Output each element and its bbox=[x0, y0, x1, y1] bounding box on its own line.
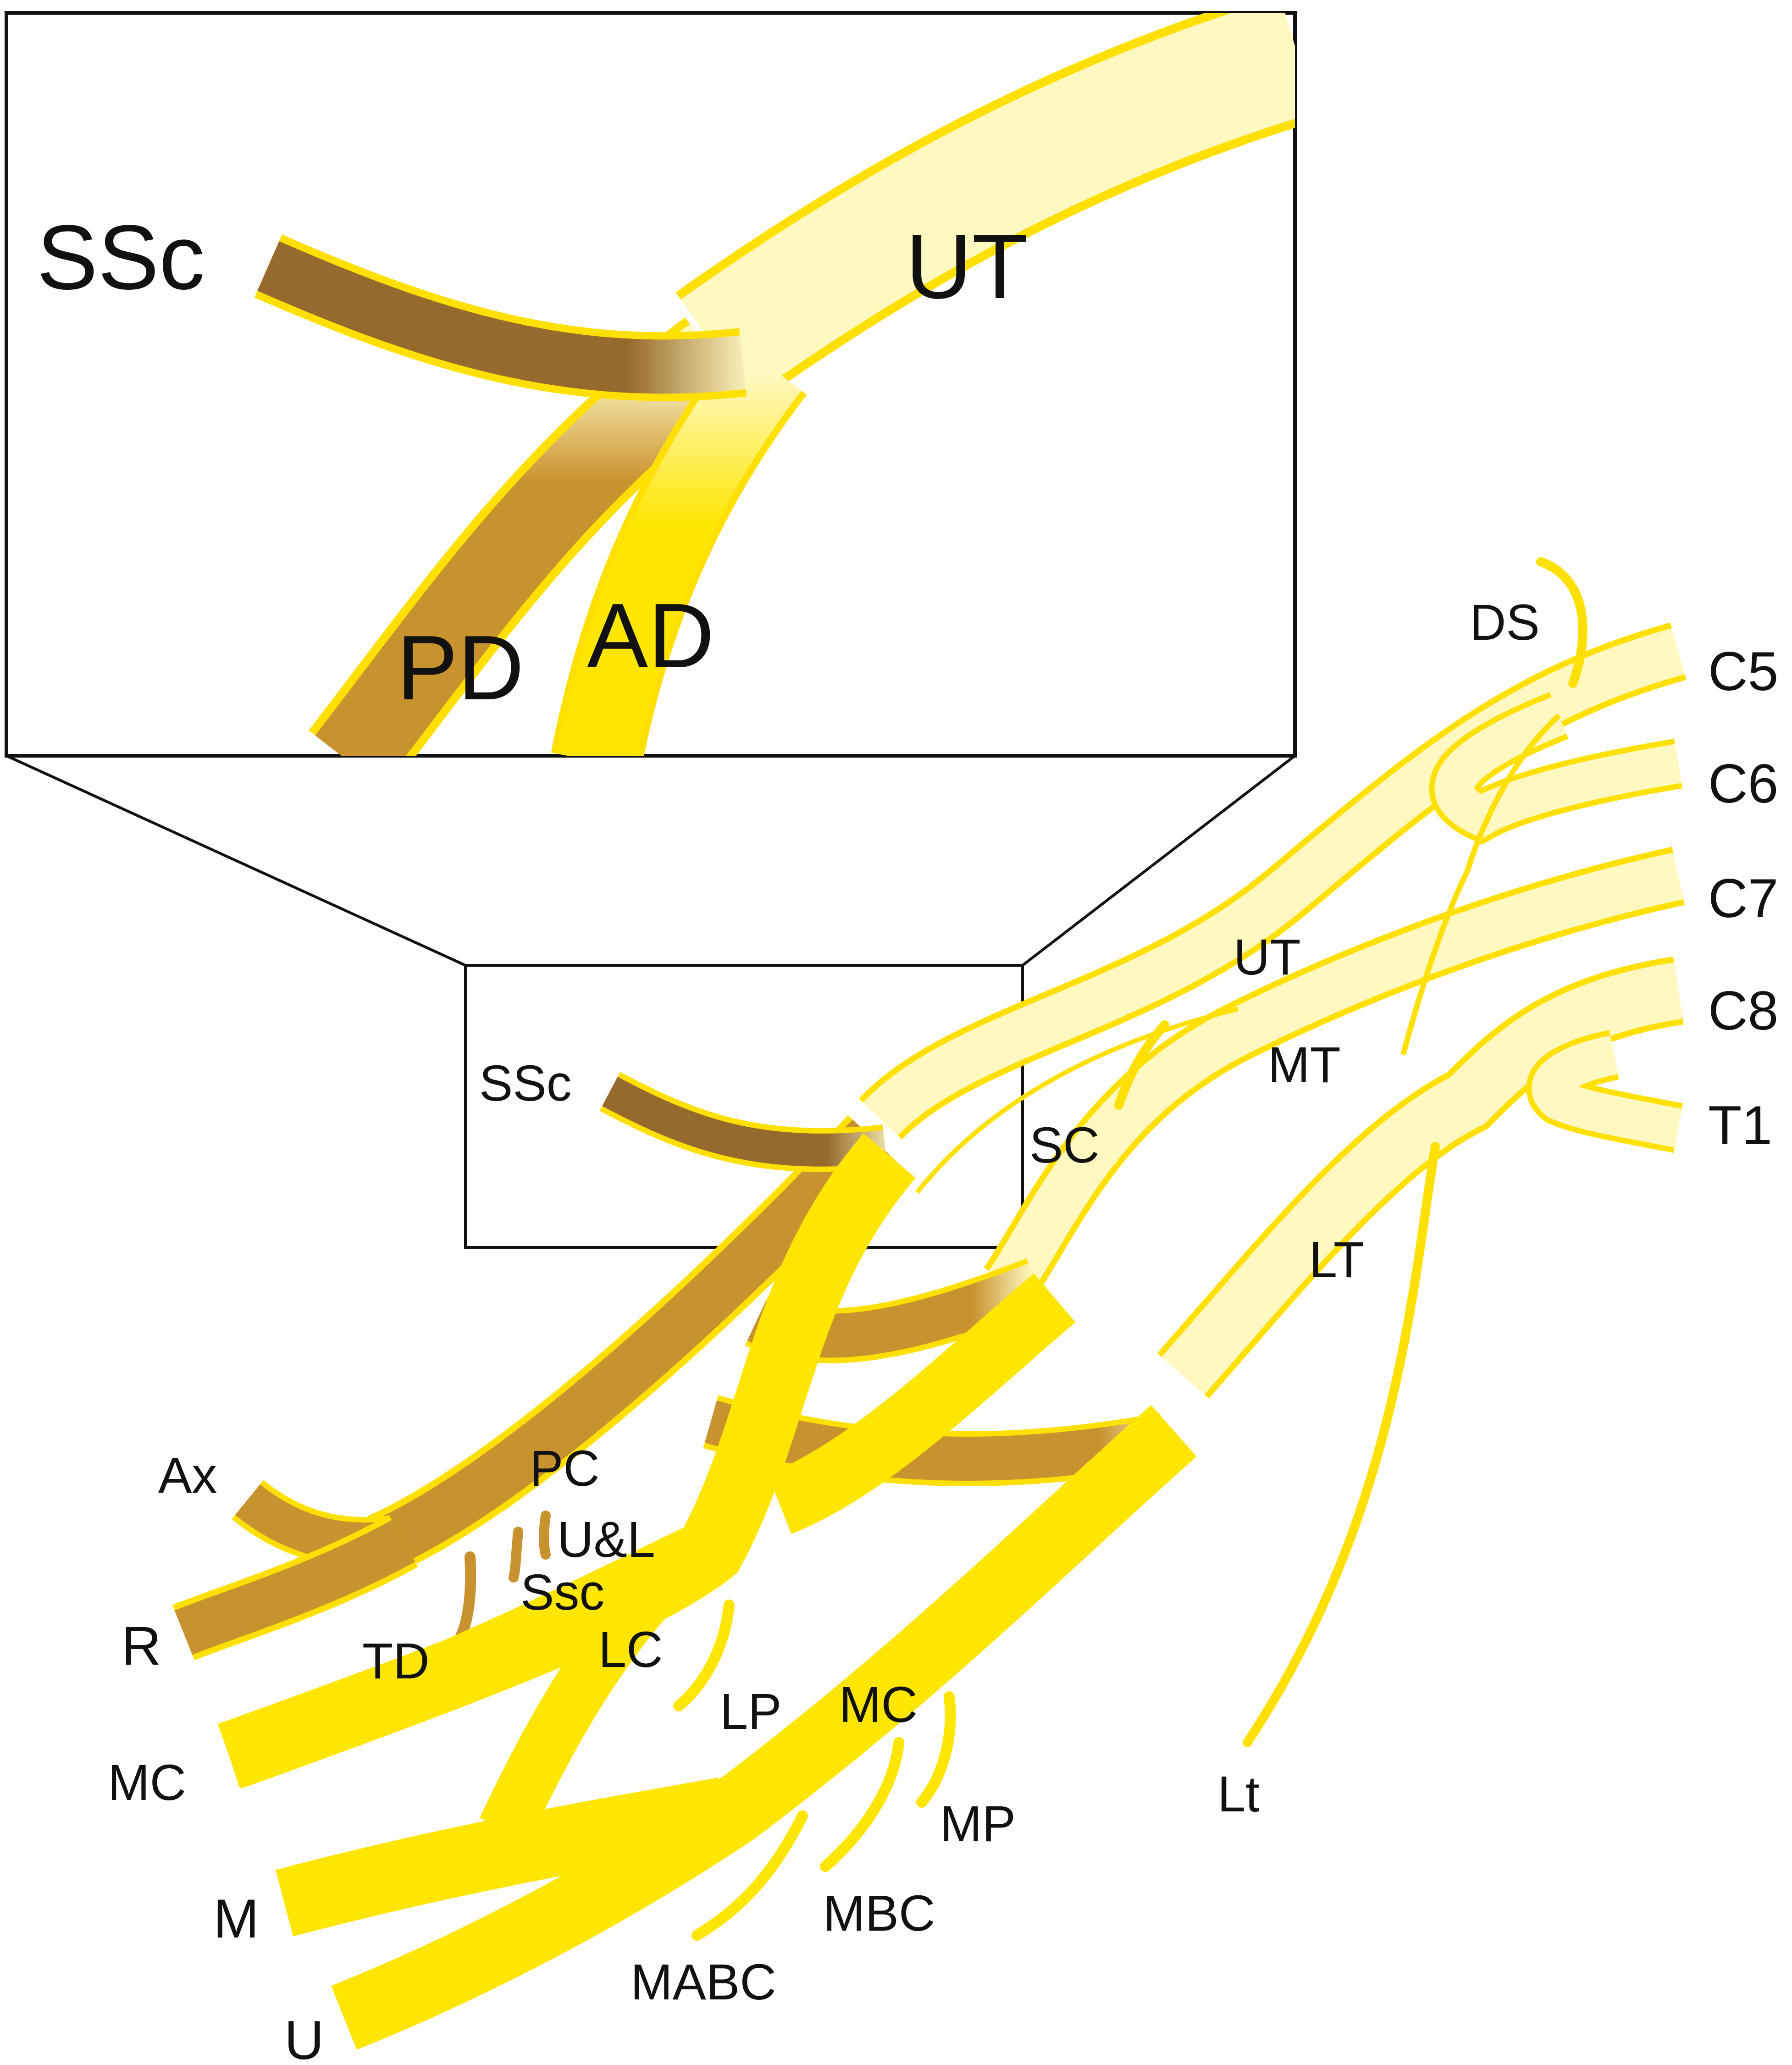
label-c5: C5 bbox=[1708, 641, 1778, 702]
label-mp: MP bbox=[940, 1796, 1016, 1852]
medial-antebrachial-cutaneous-nerve bbox=[691, 1810, 808, 1941]
label-pc: PC bbox=[530, 1440, 600, 1497]
medial-pectoral-nerve bbox=[916, 1691, 956, 1808]
root-interconnection bbox=[1400, 713, 1561, 1056]
label-ax: Ax bbox=[158, 1447, 217, 1504]
label-ut: UT bbox=[1233, 929, 1301, 985]
label-mabc: MABC bbox=[631, 1954, 776, 2010]
label-lt: LT bbox=[1309, 1232, 1364, 1288]
label-t1: T1 bbox=[1708, 1095, 1772, 1156]
label-ds: DS bbox=[1470, 594, 1540, 651]
lower-subscapular-nerve bbox=[509, 1527, 523, 1583]
label-mbc: MBC bbox=[823, 1885, 935, 1942]
inset-panel: SSc UT PD AD bbox=[5, 11, 1297, 758]
inset-label-ad: AD bbox=[587, 585, 714, 687]
label-ssc: SSc bbox=[479, 1055, 572, 1112]
plexus-main bbox=[172, 557, 1687, 2050]
medial-cord bbox=[331, 1405, 1197, 2050]
label-c8: C8 bbox=[1708, 980, 1778, 1041]
subclavius-nerve bbox=[1114, 1020, 1169, 1110]
lateral-pectoral-nerve bbox=[673, 1600, 735, 1711]
long-thoracic-nerve bbox=[1243, 1142, 1440, 1747]
label-lc: LC bbox=[598, 1622, 663, 1678]
plexus-labels: DS C5 C6 C7 C8 T1 UT MT SC LT SSc Ax PC … bbox=[108, 594, 1778, 2065]
inset-label-ut: UT bbox=[906, 216, 1028, 318]
inset-label-pd: PD bbox=[397, 617, 524, 719]
label-mt: MT bbox=[1268, 1037, 1341, 1093]
dorsal-scapular-nerve bbox=[1536, 557, 1587, 688]
label-lt-lower: Lt bbox=[1217, 1766, 1260, 1822]
label-sc: SC bbox=[1029, 1117, 1100, 1174]
label-ssc-lower: Ssc bbox=[520, 1564, 604, 1621]
label-ul: U&L bbox=[557, 1511, 655, 1568]
label-c7: C7 bbox=[1708, 868, 1778, 929]
median-nerve-lateral-root bbox=[479, 1558, 685, 1842]
label-mc-branch: MC bbox=[839, 1677, 918, 1733]
upper-lower-subscapular-nerve bbox=[539, 1511, 551, 1560]
label-u: U bbox=[284, 2010, 324, 2065]
label-mc-terminal: MC bbox=[108, 1755, 186, 1811]
medial-brachial-cutaneous-nerve bbox=[820, 1737, 904, 1872]
median-nerve bbox=[275, 1777, 731, 1937]
label-c6: C6 bbox=[1708, 753, 1778, 814]
label-td: TD bbox=[362, 1633, 430, 1689]
inset-connector-right bbox=[1022, 754, 1296, 967]
anterior-division-middle bbox=[767, 1273, 1076, 1534]
inset-label-ssc: SSc bbox=[37, 206, 205, 309]
label-lp: LP bbox=[720, 1683, 782, 1740]
label-m: M bbox=[213, 1888, 259, 1949]
label-r: R bbox=[122, 1615, 161, 1677]
inset-connector-left bbox=[6, 754, 466, 967]
